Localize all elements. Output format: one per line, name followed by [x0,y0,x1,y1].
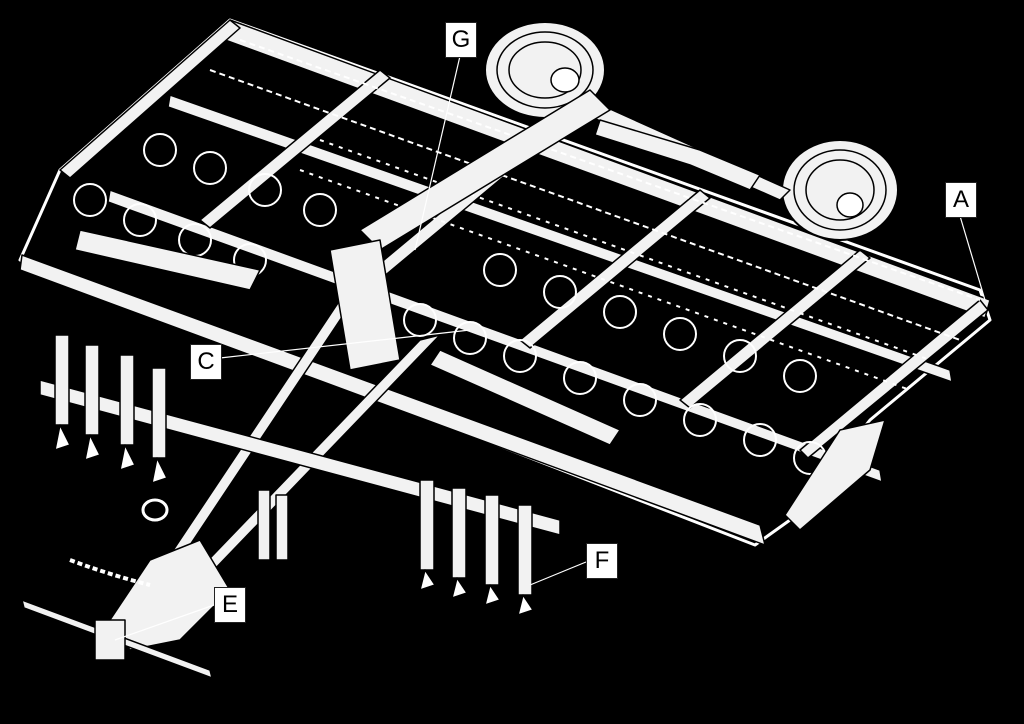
tine-rows [73,133,827,475]
hydraulic-ram-right [429,349,621,446]
frame-beam-mid-2 [167,94,953,383]
front-tines-left [54,334,168,484]
cross-bar-2 [199,69,391,229]
transport-wheel-rear [484,21,606,119]
cross-bar-1 [59,19,241,179]
front-tines-right [419,479,534,616]
parking-stand-right [275,494,289,561]
callout-f: F [586,543,618,579]
central-mast [329,239,401,371]
cross-bar-6 [799,299,989,459]
callout-g: G [445,22,477,58]
jack-handle [141,498,169,522]
callout-e: E [214,587,246,623]
transport-wheel-front [781,139,899,241]
hitch-clevis [94,619,126,661]
callout-c: C [190,344,222,380]
frame-beam-front [19,254,766,546]
end-plate [784,419,886,531]
leader-lines [114,55,986,641]
cross-bar-4 [519,189,711,349]
callout-a: A [945,182,977,218]
safety-chain [69,558,151,587]
wheel-arm [594,119,761,191]
parking-stand-left [257,489,271,561]
hydraulic-ram-left [74,229,261,291]
roller-row [209,39,981,391]
